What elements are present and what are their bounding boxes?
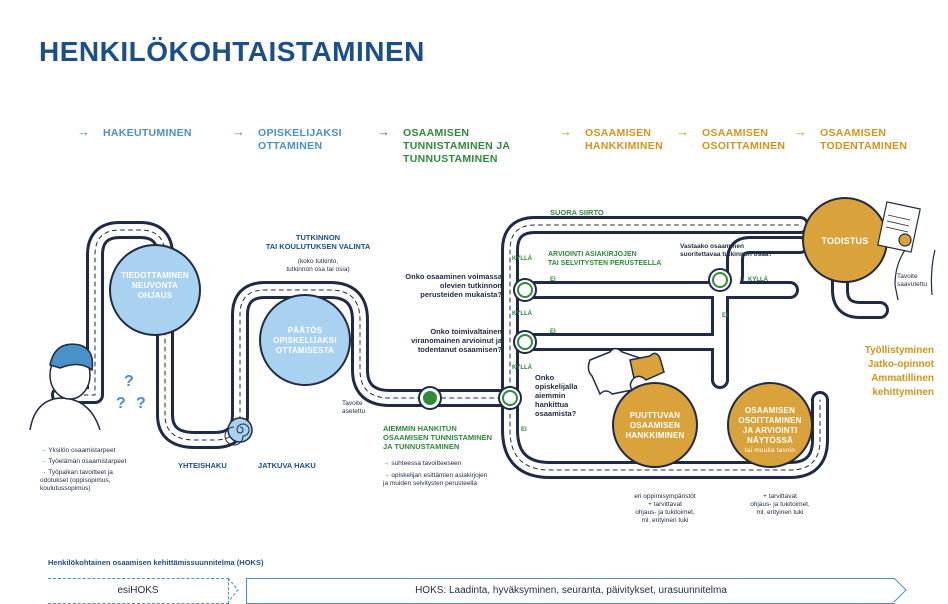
phase-opiskelijaksi-ottaminen: → OPISKELIJAKSI OTTAMINEN (232, 124, 342, 152)
question-toimivaltainen: Onko toimivaltainen viranomainen arvioin… (411, 327, 502, 354)
svg-text:?: ? (124, 373, 134, 390)
hoks-caption: Henkilökohtainen osaamisen kehittämissuu… (48, 558, 264, 567)
phase-todentaminen: → OSAAMISEN TODENTAMINEN (794, 124, 908, 152)
svg-text:?: ? (116, 395, 126, 412)
phase-osoittaminen: → OSAAMISEN OSOITTAMINEN (676, 124, 786, 152)
label-yhteishaku: YHTEISHAKU (178, 461, 227, 470)
arrow-right-icon: → (377, 124, 391, 139)
kylla-label: KYLLÄ (748, 277, 768, 283)
list-item: → opiskelijan esittämien asiakirjojen ja… (383, 472, 488, 487)
circle-label-osoittaminen: OSAAMISEN OSOITTAMINEN JA ARVIOINTI NÄYT… (738, 406, 802, 454)
label-jatkuva-haku: JATKUVA HAKU (258, 461, 316, 470)
aiemmin-hankitun: AIEMMIN HANKITUN OSAAMISEN TUNNISTAMINEN… (383, 424, 493, 451)
circle-puuttuvan (612, 382, 698, 468)
outcomes-list: Työllistyminen Jatko-opinnot Ammatilline… (864, 345, 934, 398)
hoks-chevron-icon (893, 577, 907, 603)
kylla-label: KYLLÄ (512, 256, 532, 262)
page-title: HENKILÖKOHTAISTAMINEN (39, 36, 425, 67)
circle-label-puuttuvan: PUUTTUVAN OSAAMISEN HANKKIMINEN (625, 411, 685, 440)
tavoite-asetettu: Tavoite asetettu (342, 400, 366, 415)
tavoite-saavutettu: Tavoite saavutettu (897, 273, 927, 288)
question-marks-icon: ? ? ? (116, 373, 146, 412)
person-icon (29, 343, 101, 431)
question-voimassa: Onko osaaminen voimassa olevien tutkinno… (405, 272, 502, 299)
kylla-label: KYLLÄ (512, 311, 532, 317)
kylla-label: KYLLÄ (512, 365, 532, 371)
hoks-bar: HOKS: Laadinta, hyväksyminen, seuranta, … (246, 578, 895, 604)
svg-text:?: ? (136, 395, 146, 412)
arrow-right-icon: → (676, 124, 690, 139)
circle-label-tiedottaminen: TIEDOTTAMINEN NEUVONTA OHJAUS (121, 271, 189, 300)
question-aiemmin: Onko opiskelijalla aiemmin hankittua osa… (535, 373, 578, 418)
tutkinnon-valinta: TUTKINNON TAI KOULUTUKSEN VALINTA (265, 233, 371, 251)
circle-paatos (259, 294, 351, 386)
circle-osoittaminen (727, 382, 813, 468)
ei-label: EI (550, 329, 556, 335)
ei-label: EI (722, 313, 728, 319)
osoittaminen-notes: + tarvittavat ohjaus- ja tukitoimet, ml.… (750, 493, 810, 516)
certificate-icon (877, 201, 921, 253)
person-needs-list: → Yksilön osaamistarpeet → Työelämän osa… (40, 447, 135, 493)
list-item: → Työelämän osaamistarpeet (40, 458, 127, 465)
vastaako: Vastaako osaaminen suoritettavaa tutkinn… (680, 243, 773, 258)
road-center-dashes (59, 224, 821, 471)
list-item: → suhteessa tavoitteeseen (383, 460, 462, 467)
circle-label-todistus: TODISTUS (821, 236, 869, 246)
ei-label: EI (550, 277, 556, 283)
list-item: → Työpaikan tavoitteet ja odotukset (opp… (40, 469, 113, 492)
hand-icon (894, 249, 936, 301)
arrow-right-icon: → (77, 124, 91, 139)
circle-tiedottaminen (109, 244, 201, 336)
arviointi-asiakirjojen: ARVIOINTI ASIAKIRJOJEN TAI SELVITYSTEN P… (548, 251, 662, 267)
tutkinnon-sub: (koko tutkinto, tutkinnon osa tai osia) (286, 258, 350, 273)
phase-tunnistaminen: → OSAAMISEN TUNNISTAMINEN JA TUNNUSTAMIN… (377, 124, 511, 165)
checkpoints (418, 268, 732, 410)
esihoks-chevron-icon (227, 577, 239, 603)
ei-label: EI (521, 427, 527, 433)
phase-hakeutuminen: → HAKEUTUMINEN (77, 124, 192, 139)
esihoks-bar: esiHOKS (48, 578, 229, 604)
arrow-right-icon: → (794, 124, 808, 139)
aiemmin-bullets: → suhteessa tavoitteeseen → opiskelijan … (383, 460, 493, 488)
list-item: → Yksilön osaamistarpeet (40, 447, 116, 454)
spiral-icon (224, 417, 253, 446)
phase-hankkiminen: → OSAAMISEN HANKKIMINEN (559, 124, 663, 152)
circle-label-paatos: PÄÄTÖS OPISKELIJAKSI OTTAMISESTA (273, 326, 337, 355)
arrow-right-icon: → (559, 124, 573, 139)
puzzle-icon (587, 347, 665, 396)
arrow-right-icon: → (232, 124, 246, 139)
puuttuvan-notes: eri oppimisympäristöt + tarvittavat ohja… (634, 493, 696, 524)
suora-siirto: SUORA SIIRTO (550, 208, 604, 217)
